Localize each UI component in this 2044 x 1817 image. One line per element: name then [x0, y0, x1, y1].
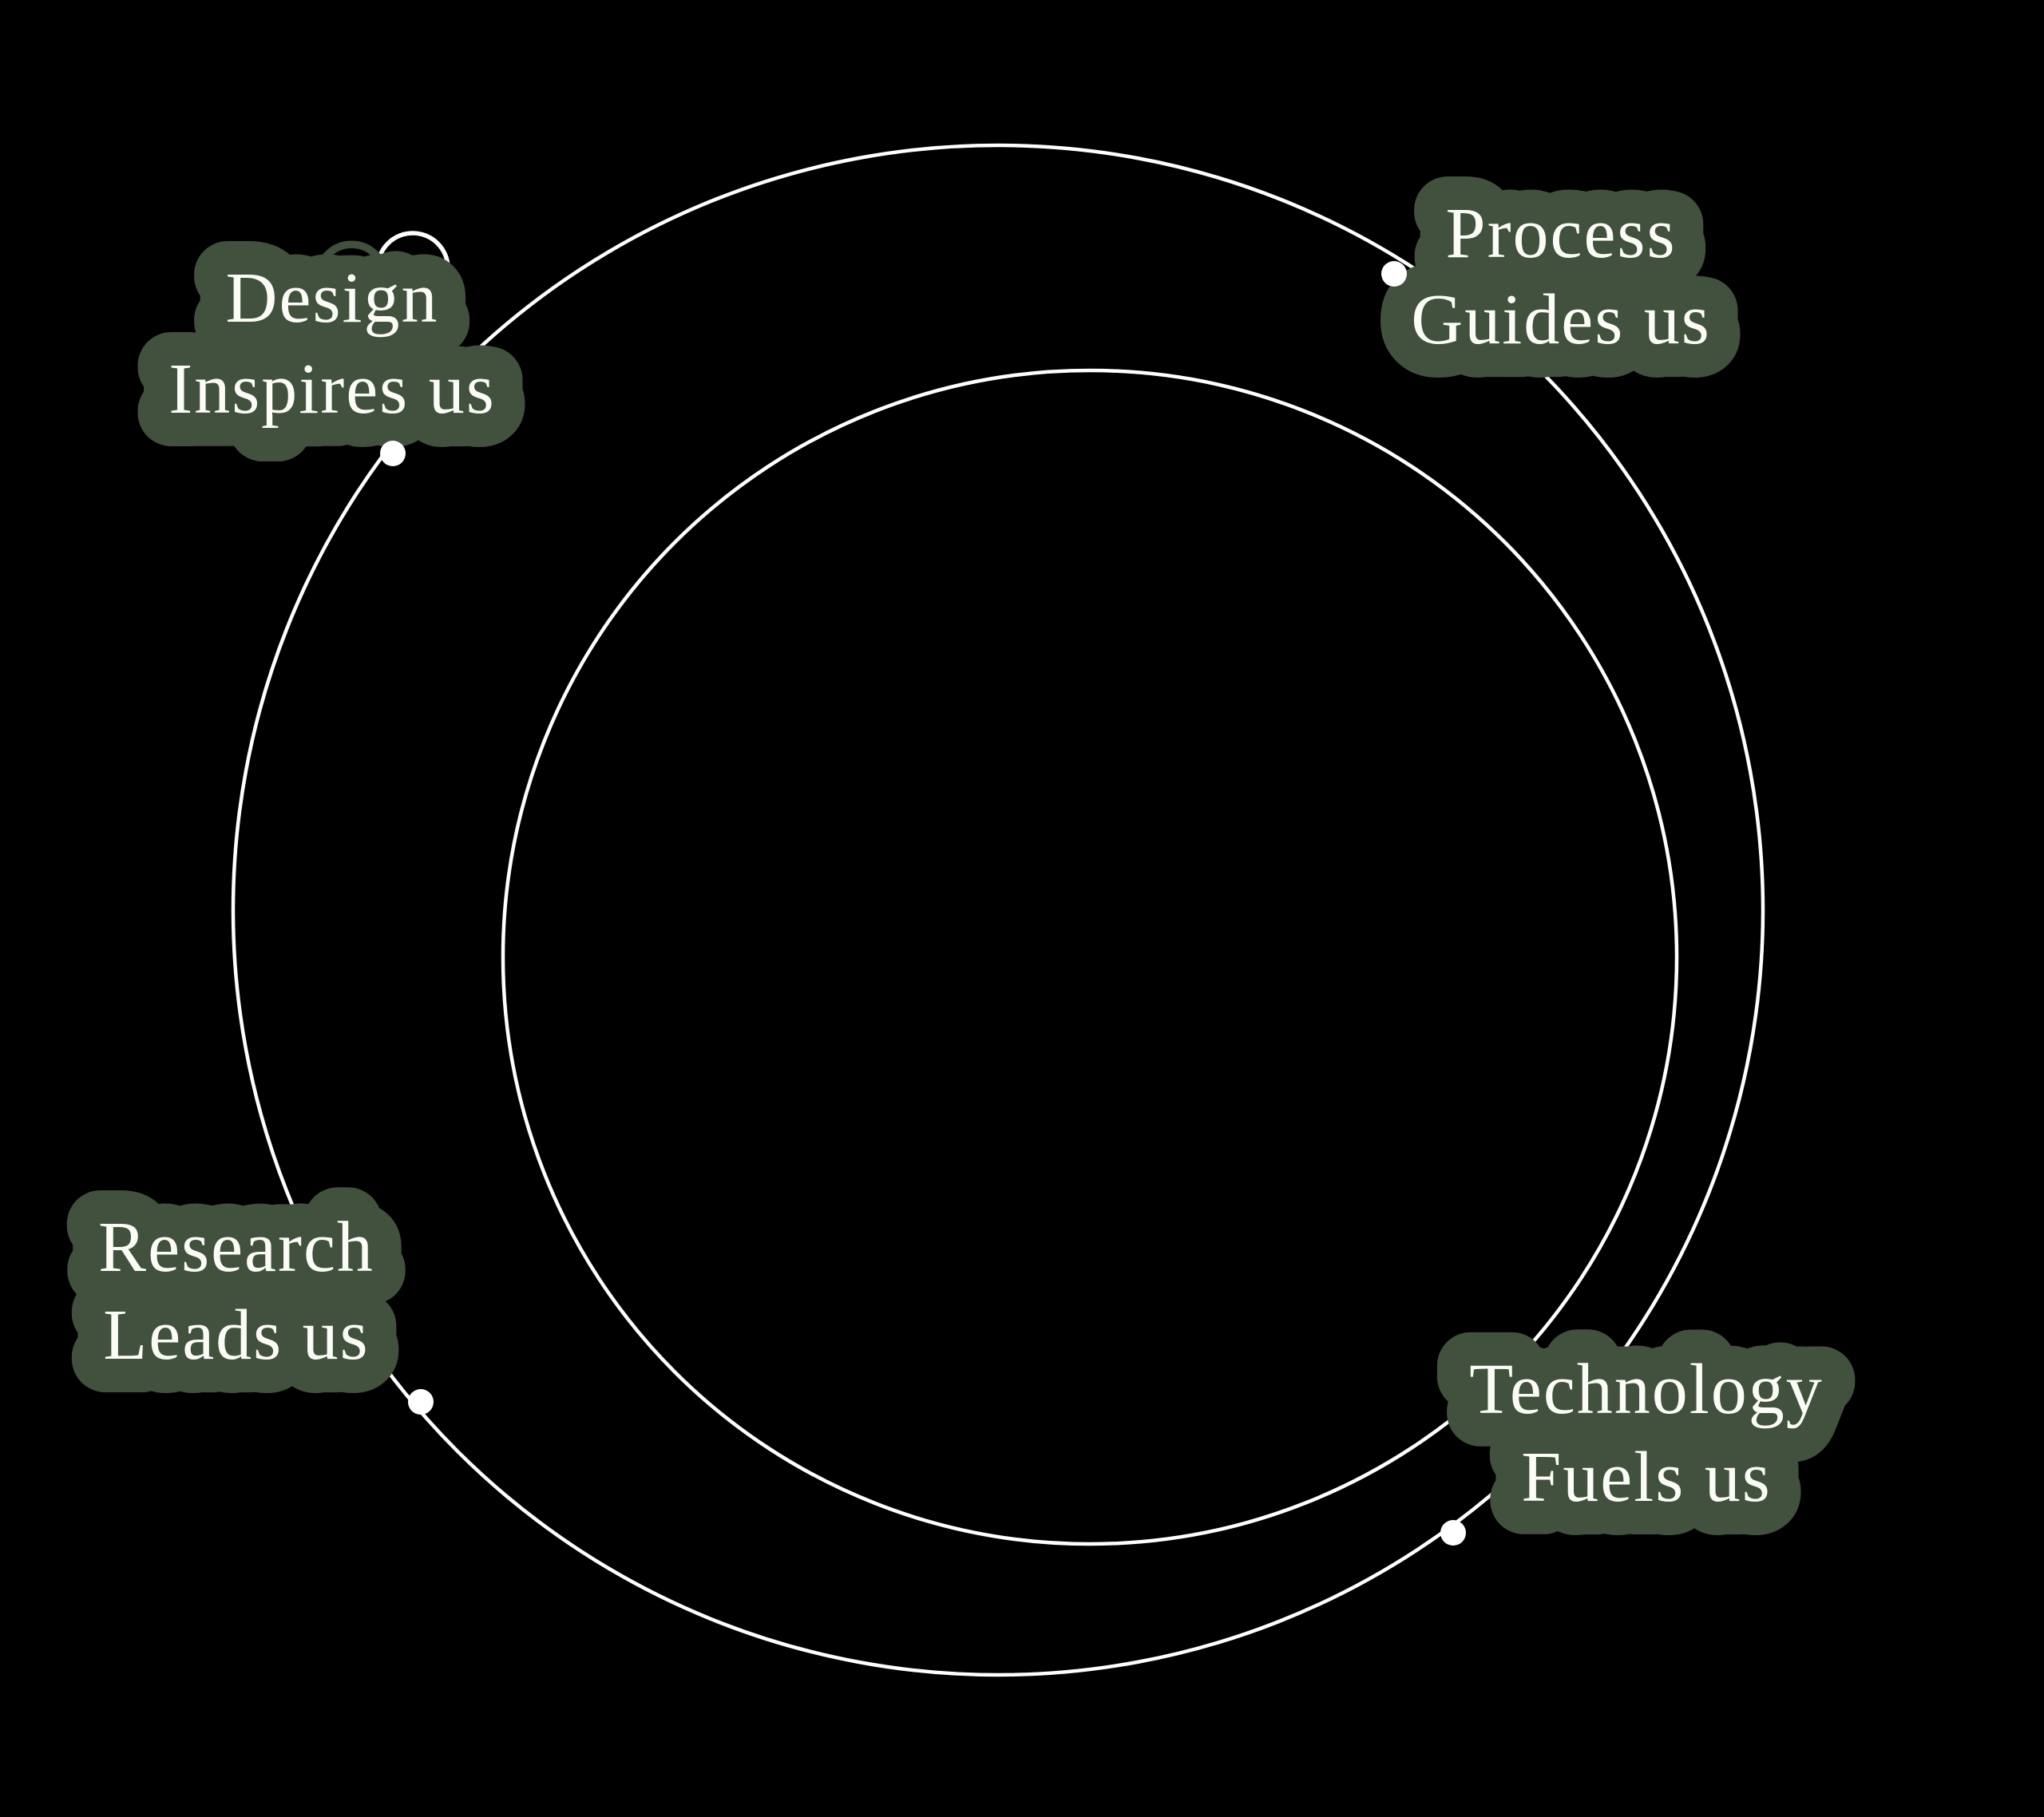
- process-label: Process Guides us Process Guides us: [1377, 160, 1743, 393]
- technology-label-line2: Fuels us: [1521, 1438, 1772, 1517]
- technology-label-line1: Technology: [1469, 1350, 1824, 1429]
- research-label-line1: Research: [98, 1208, 374, 1287]
- technology-marker-dot: [1440, 1520, 1466, 1546]
- decorative-ring-icon: [375, 231, 450, 306]
- outer-orbit-circle: [231, 143, 1765, 1677]
- research-label-line2: Leads us: [103, 1296, 369, 1375]
- process-label-line1: Process: [1446, 194, 1677, 273]
- process-label-line2: Guides us: [1411, 280, 1711, 359]
- technology-label: Technology Fuels us Technology Fuels us: [1436, 1316, 1856, 1550]
- design-marker-dot: [380, 441, 406, 466]
- inner-orbit-circle: [501, 368, 1679, 1546]
- design-label-line1: Design: [226, 259, 439, 338]
- research-marker-dot: [408, 1389, 434, 1415]
- process-marker-dot: [1381, 261, 1407, 287]
- design-label-line2: Inspires us: [168, 350, 495, 429]
- design-label: Design Inspires us Design Inspires us: [135, 225, 527, 462]
